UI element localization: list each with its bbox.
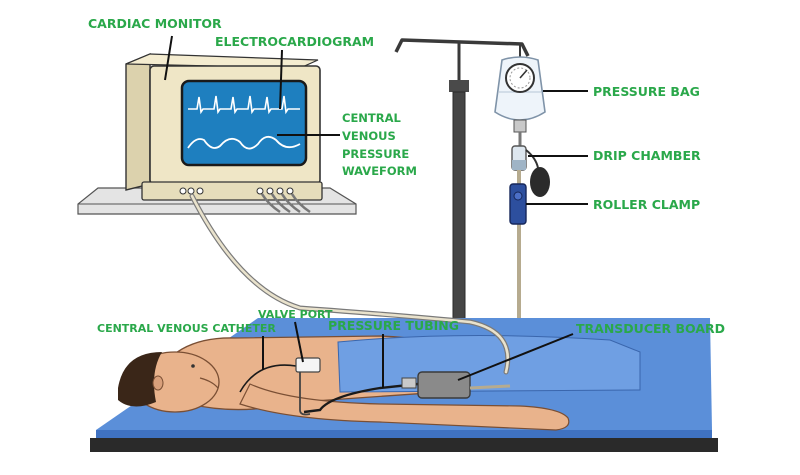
label-roller-clamp: ROLLER CLAMP bbox=[593, 197, 701, 212]
leader-valve-port bbox=[294, 321, 304, 363]
label-transducer-board: TRANSDUCER BOARD bbox=[576, 321, 725, 336]
monitor-cables bbox=[260, 193, 311, 214]
label-central-venous-catheter: CENTRAL VENOUS CATHETER bbox=[97, 322, 276, 335]
patient bbox=[118, 334, 641, 431]
inflation-bulb bbox=[530, 167, 550, 197]
monitor-screen bbox=[180, 79, 308, 167]
pressure-bag bbox=[494, 45, 546, 133]
label-valve-port: VALVE PORT bbox=[258, 308, 333, 321]
transducer-board bbox=[417, 371, 511, 399]
patient-head bbox=[118, 351, 220, 413]
pressure-gauge bbox=[505, 63, 535, 93]
label-pressure-bag: PRESSURE BAG bbox=[593, 84, 700, 99]
roller-clamp bbox=[509, 183, 527, 225]
monitor-ports bbox=[179, 187, 294, 195]
label-cvp-waveform: CENTRAL VENOUS PRESSURE WAVEFORM bbox=[342, 110, 452, 181]
label-electrocardiogram: ELECTROCARDIOGRAM bbox=[215, 34, 375, 49]
leader-lines bbox=[164, 35, 588, 388]
tubing-connector bbox=[401, 377, 417, 389]
leader-electrocardiogram bbox=[279, 49, 283, 110]
iv-pole bbox=[394, 38, 530, 351]
monitor-cable bbox=[189, 193, 511, 375]
patient-arm bbox=[239, 383, 570, 431]
label-cvp-line2: VENOUS PRESSURE bbox=[342, 128, 410, 161]
label-cvp-line3: WAVEFORM bbox=[342, 164, 417, 179]
label-pressure-tubing: PRESSURE TUBING bbox=[328, 318, 460, 333]
pressure-tubing bbox=[303, 382, 419, 414]
leader-cardiac-monitor bbox=[164, 35, 173, 81]
valve-port-device bbox=[295, 357, 321, 373]
label-cardiac-monitor: CARDIAC MONITOR bbox=[88, 16, 222, 31]
drip-chamber bbox=[511, 132, 550, 197]
cvp-waveform bbox=[187, 135, 301, 150]
leader-transducer-board bbox=[457, 333, 574, 381]
cardiac-monitor bbox=[125, 52, 323, 214]
label-drip-chamber: DRIP CHAMBER bbox=[593, 148, 701, 163]
label-cvp-line1: CENTRAL bbox=[342, 111, 401, 125]
